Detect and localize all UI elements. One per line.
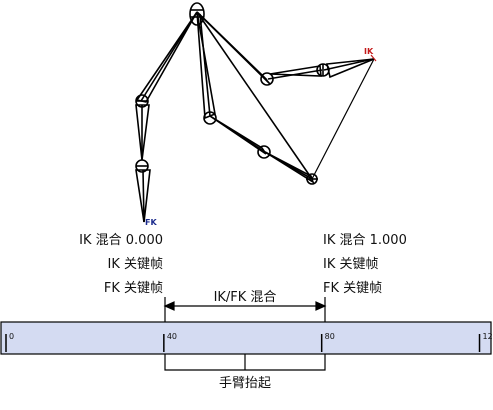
ik-wrist-joint: [257, 145, 271, 159]
timeline-tick-label: 120: [483, 332, 493, 341]
right-ik-keyframe: IK 关键帧: [323, 257, 379, 272]
ik-target-marker: [370, 54, 377, 62]
left-fk-keyframe: FK 关键帧: [103, 281, 163, 296]
right-blend-value: IK 混合 1.000: [323, 233, 407, 248]
timeline[interactable]: 040801201602002: [0, 321, 493, 355]
ik-raised-elbow-joint: [260, 72, 274, 86]
arm-raise-bracket: [164, 354, 326, 371]
left-ik-keyframe: IK 关键帧: [107, 257, 164, 272]
left-blend-value: IK 混合 0.000: [79, 233, 163, 248]
arm-raise-label: 手臂抬起: [219, 376, 271, 391]
timeline-track[interactable]: [0, 321, 492, 355]
fk-arm: [135, 11, 198, 223]
ik-tag: IK: [364, 47, 374, 56]
blend-range-label: IK/FK 混合: [214, 290, 277, 305]
timeline-ticks: 040801201602002: [5, 332, 493, 352]
right-fk-keyframe: FK 关键帧: [323, 281, 383, 296]
timeline-tick-label: 0: [9, 332, 14, 341]
timeline-tick-label: 40: [167, 332, 177, 341]
ik-elbow-joint: [203, 111, 217, 125]
fk-tag: FK: [145, 218, 157, 227]
ik-lower-arm: [196, 11, 318, 185]
ik-upper-arm: [196, 11, 375, 180]
timeline-tick-label: 80: [325, 332, 335, 341]
